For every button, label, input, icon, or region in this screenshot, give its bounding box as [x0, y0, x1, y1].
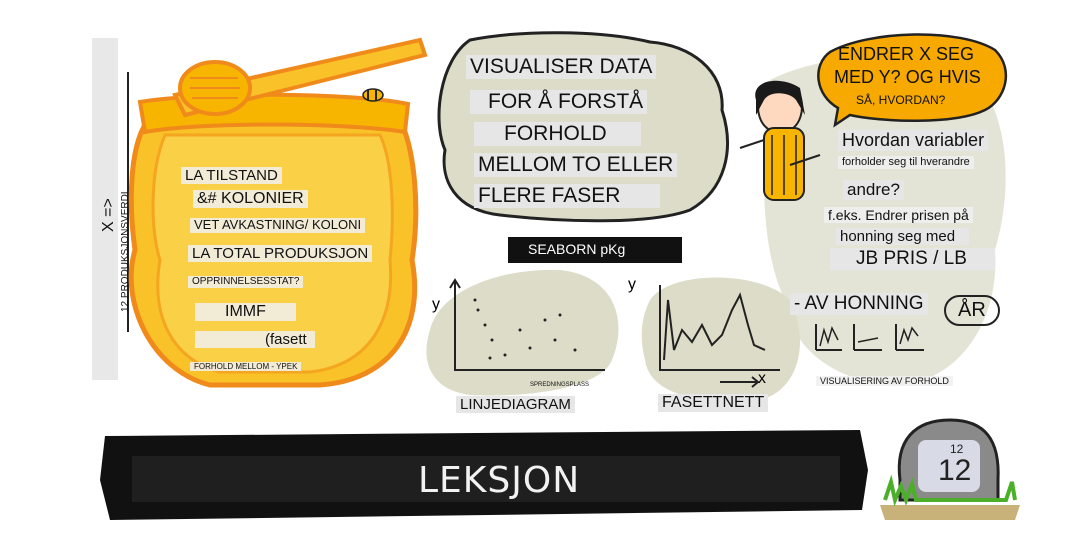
- jar-line-3: VET AVKASTNING/ KOLONI: [190, 217, 366, 233]
- left-axis-strip: [92, 38, 118, 380]
- speech-line-2: MED Y? OG HVIS: [834, 67, 981, 87]
- cloud-line-2: FOR Å FORSTÅ: [470, 90, 648, 115]
- jar-line-2: &# KOLONIER: [193, 190, 308, 209]
- line-sketch: [659, 285, 780, 388]
- note-example-2: honning seg med: [836, 228, 970, 246]
- presenter-figure: [739, 80, 821, 201]
- speech-line-1: ENDRER X SEG: [838, 44, 975, 64]
- note-aar: ÅR: [944, 295, 1000, 326]
- line-series: [663, 292, 766, 361]
- line-axes: [659, 285, 780, 371]
- badge-number-big: 12: [938, 454, 972, 487]
- mini-facet-icons: [815, 324, 924, 351]
- note-example-1: f.eks. Endrer prisen på: [824, 207, 973, 224]
- jar-line-7: (fasett: [195, 331, 315, 349]
- cloud-line-4: MELLOM TO ELLER: [474, 153, 678, 178]
- speech-line-3: SÅ, HVORDAN?: [856, 93, 946, 107]
- jar-line-4: LA TOTAL PRODUKSJON: [188, 245, 373, 263]
- seaborn-label: SEABORN pKg: [528, 241, 626, 257]
- jar-line-8: FORHOLD MELLOM - YPEK: [190, 362, 302, 372]
- badge-number-small: 12: [950, 442, 964, 456]
- scatter-sketch: [449, 278, 605, 371]
- scatter-caption: LINJEDIAGRAM: [456, 396, 575, 414]
- bee-icon: [362, 88, 384, 102]
- cloud-line-5: FLERE FASER: [474, 184, 661, 209]
- line-y-label: y: [628, 276, 636, 293]
- jar-line-1: LA TILSTAND: [181, 167, 282, 185]
- scatter-caption-small: SPREDNINGSPLASS: [530, 382, 590, 388]
- cloud-line-1: VISUALISER DATA: [466, 55, 657, 80]
- speech-bubble-shape: [817, 33, 1008, 128]
- jar-line-5: OPPRINNELSESSTAT?: [188, 276, 304, 288]
- left-axis-x-label: X =>: [100, 198, 117, 232]
- left-axis-subtitle: 12 PRODUKSJONSVERDI: [120, 191, 131, 312]
- scatter-y-label: y: [432, 296, 440, 313]
- jar-line-6: IMMF: [195, 303, 296, 322]
- scatter-axes: [454, 280, 605, 371]
- note-question: Hvordan variabler: [838, 130, 989, 151]
- note-pris: JB PRIS / LB: [830, 248, 995, 270]
- note-av-honning: - AV HONNING: [790, 293, 928, 315]
- note-visualisering: VISUALISERING AV FORHOLD: [816, 376, 953, 387]
- lesson-title: LEKSJON: [418, 460, 581, 501]
- note-others: andre?: [843, 180, 904, 200]
- line-x-label: x: [758, 370, 766, 387]
- line-caption: FASETTNETT: [658, 394, 769, 413]
- seaborn-box: [508, 237, 682, 263]
- cloud-line-3: FORHOLD: [474, 122, 641, 147]
- note-small: forholder seg til hverandre: [838, 156, 974, 169]
- lesson-number-badge: [880, 418, 1020, 520]
